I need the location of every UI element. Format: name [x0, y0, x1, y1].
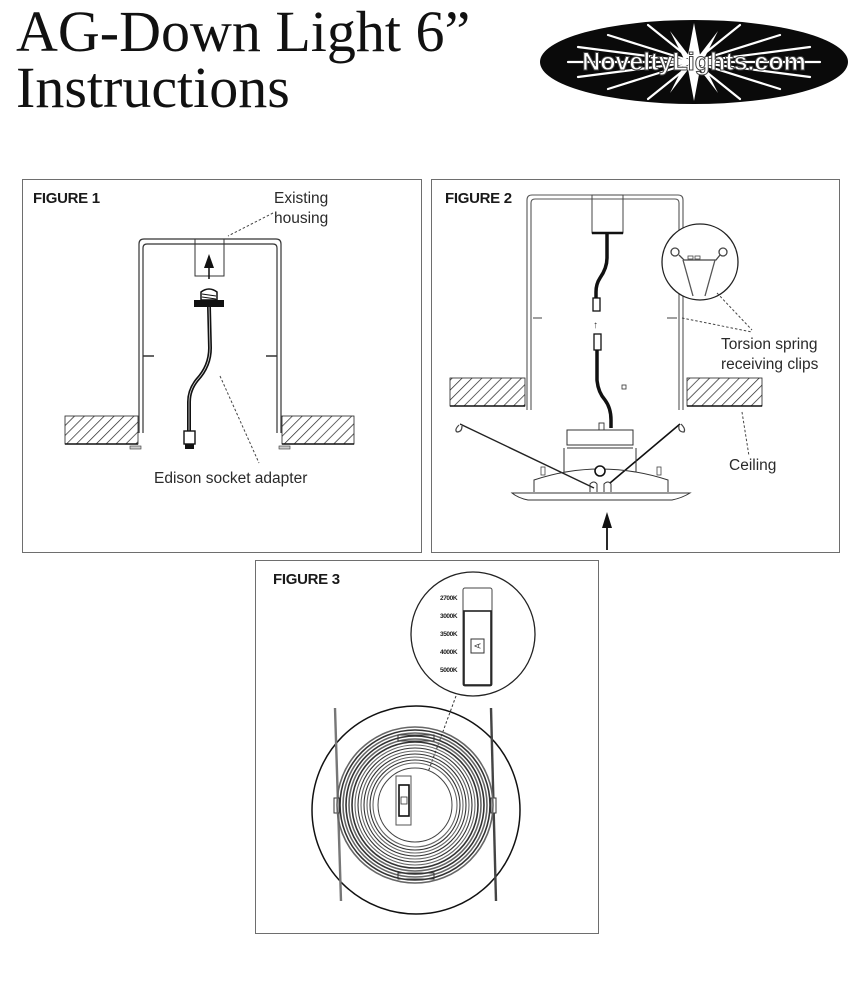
baffle-ring [372, 762, 458, 848]
ceiling-right [281, 415, 355, 445]
baffle-ring [348, 738, 482, 872]
ceiling-left [64, 415, 139, 445]
ceiling-left [449, 377, 526, 407]
kelvin-2700: 2700K [440, 595, 458, 602]
figure-3-diagram: A [311, 571, 536, 915]
kelvin-3500: 3500K [440, 631, 458, 638]
trim-ring [311, 705, 521, 915]
adapter-cable [187, 306, 213, 431]
figure-2-label: FIGURE 2 [445, 190, 512, 207]
torsion-clip-detail [661, 223, 739, 301]
figure-2-panel: ↑ [431, 179, 840, 553]
baffle-ring [336, 726, 494, 884]
switch-slider [470, 638, 485, 654]
edison-socket-adapter-label: Edison socket adapter [154, 470, 308, 487]
figure-2-diagram: ↑ [449, 194, 763, 550]
noveltylights-logo: NoveltyLights.com [538, 17, 851, 107]
logo-text: NoveltyLights.com [582, 48, 806, 76]
figure-3-label: FIGURE 3 [273, 571, 340, 588]
figure-1-label: FIGURE 1 [33, 190, 100, 207]
torsion-spring-label: Torsion spring receiving clips [721, 336, 819, 373]
baffle-ring [369, 759, 461, 851]
baffle-ring [339, 729, 491, 881]
baffle-ring [351, 741, 479, 869]
baffle-ring [354, 744, 476, 866]
starburst-icon: NoveltyLights.com [540, 20, 848, 104]
svg-text:↑: ↑ [593, 320, 598, 331]
color-switch-detail [410, 571, 536, 697]
figure-1-panel: FIGURE 1 Existing housing Edison socket … [22, 179, 422, 553]
title-line-1: AG-Down Light 6” [16, 0, 471, 64]
kelvin-3000: 3000K [440, 613, 458, 620]
baffle-ring [363, 753, 467, 857]
ceiling-label: Ceiling [729, 457, 777, 474]
kelvin-4000: 4000K [440, 649, 458, 656]
baffle-ring [357, 747, 473, 863]
downlight-fixture [455, 422, 692, 501]
connector-icon [183, 430, 196, 445]
baffle-ring [360, 750, 470, 860]
kelvin-5000: 5000K [440, 667, 458, 674]
connector-icon [592, 297, 601, 312]
ceiling-right [686, 377, 763, 407]
title-line-2: Instructions [16, 55, 290, 120]
baffle-ring [366, 756, 464, 854]
housing-inner [142, 243, 278, 433]
switch-marker: A [474, 643, 483, 649]
page-title: AG-Down Light 6” Instructions [16, 0, 471, 120]
baffle-ring [342, 732, 488, 878]
figure-1-diagram [64, 212, 355, 464]
figure-3-panel: A FIGURE 3 2700K 3000K 3500K 4000K 5000K [255, 560, 599, 934]
baffle-ring [345, 735, 485, 875]
baffle-rings [336, 726, 494, 884]
existing-housing-label: Existing housing [274, 190, 329, 227]
